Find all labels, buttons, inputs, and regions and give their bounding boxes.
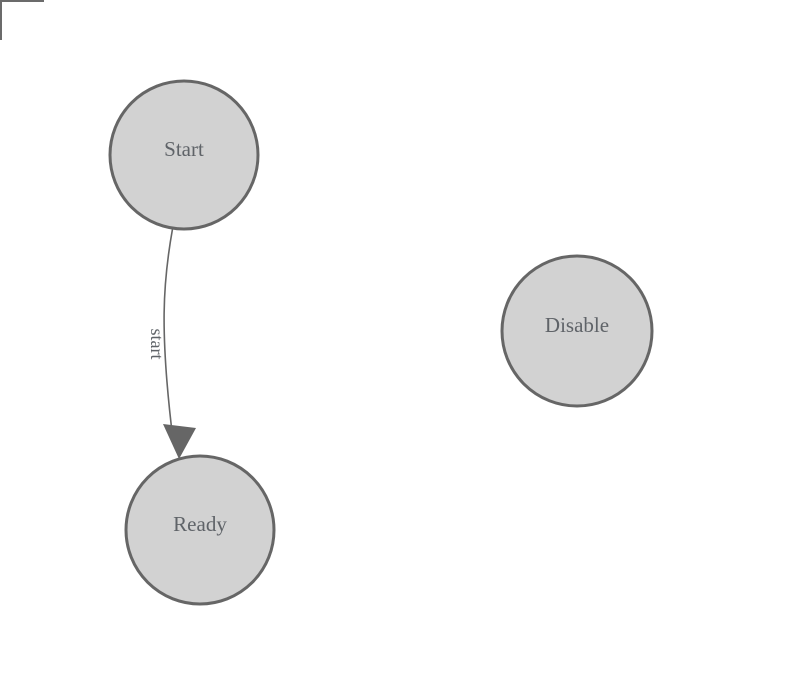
- state-node-disable-circle: [500, 254, 654, 408]
- state-node-disable-label: Disable: [545, 313, 609, 337]
- state-node-ready-label: Ready: [173, 512, 227, 536]
- edge-path-start-to-ready: [163, 228, 174, 441]
- edge-arrowhead-start-to-ready: [163, 424, 196, 459]
- state-node-disable[interactable]: Disable: [500, 254, 654, 408]
- edge-start-to-ready[interactable]: start: [147, 228, 196, 459]
- top-left-corner-marker: [0, 0, 44, 40]
- state-node-ready[interactable]: Ready: [124, 454, 276, 606]
- state-node-start-circle: [108, 79, 260, 231]
- state-node-start-label: Start: [164, 137, 204, 161]
- edge-label-start: start: [147, 329, 167, 360]
- state-node-start[interactable]: Start: [108, 79, 260, 231]
- state-node-ready-circle: [124, 454, 276, 606]
